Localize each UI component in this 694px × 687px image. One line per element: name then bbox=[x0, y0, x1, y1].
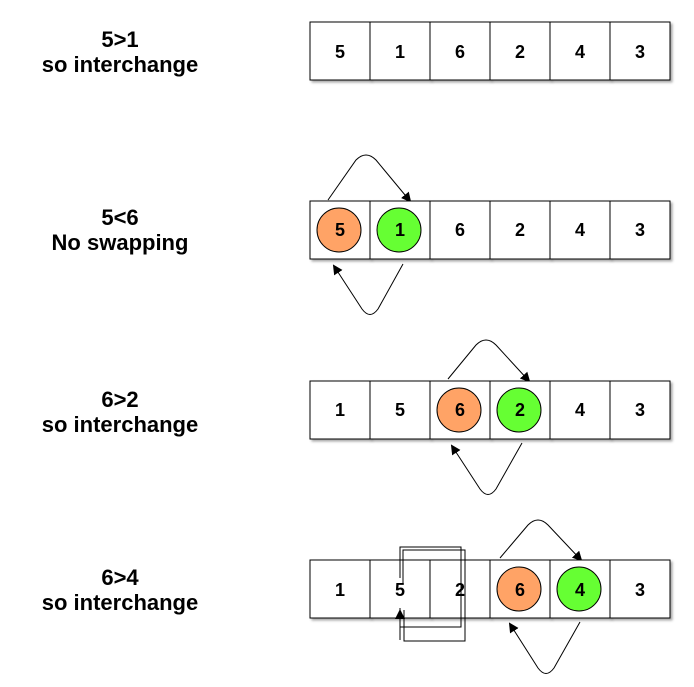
step-1-action: so interchange bbox=[41, 52, 199, 77]
cell-value: 3 bbox=[635, 42, 645, 62]
previous-swap-bracket-outer bbox=[402, 549, 466, 642]
cell-value: 4 bbox=[575, 400, 585, 420]
step-2-label: 5<6 No swapping bbox=[0, 205, 240, 255]
array-cell: 1 bbox=[309, 380, 371, 440]
array-cell: 5 bbox=[309, 200, 371, 260]
cell-value: 2 bbox=[455, 580, 465, 600]
cell-value: 5 bbox=[395, 400, 405, 420]
cell-value: 5 bbox=[335, 42, 345, 62]
cell-value: 3 bbox=[635, 400, 645, 420]
array-cell: 1 bbox=[369, 200, 431, 260]
array-cell: 6 bbox=[429, 380, 491, 440]
array-cell: 4 bbox=[549, 200, 611, 260]
swap-arrow-bottom bbox=[450, 442, 523, 495]
step-4-action: so interchange bbox=[41, 590, 199, 615]
array-cell: 3 bbox=[609, 380, 671, 440]
swap-arrow-top bbox=[327, 154, 412, 203]
cell-value: 2 bbox=[515, 220, 525, 240]
array-cell: 1 bbox=[369, 21, 431, 81]
step-1-label: 5>1 so interchange bbox=[0, 27, 240, 77]
highlight-green-circle bbox=[496, 387, 542, 433]
step-3-action: so interchange bbox=[41, 412, 199, 437]
cell-value: 5 bbox=[335, 220, 345, 240]
cell-value: 1 bbox=[335, 580, 345, 600]
array-row-2: 5 1 6 2 4 3 bbox=[309, 154, 671, 315]
cell-value: 3 bbox=[635, 220, 645, 240]
array-row-4: 1 5 2 6 4 3 bbox=[309, 519, 671, 674]
array-cell: 1 bbox=[309, 559, 371, 619]
array-cell: 5 bbox=[369, 380, 431, 440]
array-cell: 3 bbox=[609, 21, 671, 81]
cell-value: 1 bbox=[395, 220, 405, 240]
highlight-orange-circle bbox=[436, 387, 482, 433]
step-3-label: 6>2 so interchange bbox=[0, 387, 240, 437]
cell-value: 6 bbox=[455, 42, 465, 62]
cell-value: 2 bbox=[515, 42, 525, 62]
cell-value: 6 bbox=[455, 220, 465, 240]
array-cell: 2 bbox=[489, 380, 551, 440]
array-cell: 3 bbox=[609, 200, 671, 260]
array-cell: 6 bbox=[429, 21, 491, 81]
array-cell: 2 bbox=[489, 21, 551, 81]
highlight-green-circle bbox=[556, 566, 602, 612]
array-row-3: 1 5 6 2 4 3 bbox=[309, 339, 671, 495]
swap-arrow-top bbox=[447, 339, 531, 383]
cell-value: 6 bbox=[515, 580, 525, 600]
array-cell: 6 bbox=[429, 200, 491, 260]
cell-value: 2 bbox=[515, 400, 525, 420]
cell-value: 4 bbox=[575, 42, 585, 62]
cell-value: 4 bbox=[575, 220, 585, 240]
array-cell: 4 bbox=[549, 21, 611, 81]
cell-value: 1 bbox=[395, 42, 405, 62]
step-2-comparison: 5<6 bbox=[101, 205, 139, 230]
highlight-orange-circle bbox=[496, 566, 542, 612]
step-2-action: No swapping bbox=[51, 230, 189, 255]
cell-value: 3 bbox=[635, 580, 645, 600]
swap-arrow-bottom bbox=[332, 263, 404, 315]
swap-arrow-bottom bbox=[508, 621, 581, 674]
array-cell: 4 bbox=[549, 559, 611, 619]
highlight-green-circle bbox=[376, 207, 422, 253]
step-3-comparison: 6>2 bbox=[101, 387, 139, 412]
cell-value: 6 bbox=[455, 400, 465, 420]
array-cell: 3 bbox=[609, 559, 671, 619]
cell-value: 1 bbox=[335, 400, 345, 420]
array-cell: 4 bbox=[549, 380, 611, 440]
cell-value: 4 bbox=[575, 580, 585, 600]
highlight-orange-circle bbox=[316, 207, 362, 253]
step-4-label: 6>4 so interchange bbox=[0, 565, 240, 615]
array-cell: 2 bbox=[489, 200, 551, 260]
array-row-1: 5 1 6 2 4 3 bbox=[309, 21, 671, 81]
array-cell: 6 bbox=[489, 559, 551, 619]
step-1-comparison: 5>1 bbox=[101, 27, 139, 52]
cell-value: 5 bbox=[395, 580, 405, 600]
array-cell: 5 bbox=[309, 21, 371, 81]
array-cell: 2 bbox=[429, 559, 491, 619]
step-4-comparison: 6>4 bbox=[101, 565, 139, 590]
swap-arrow-top bbox=[499, 519, 583, 562]
